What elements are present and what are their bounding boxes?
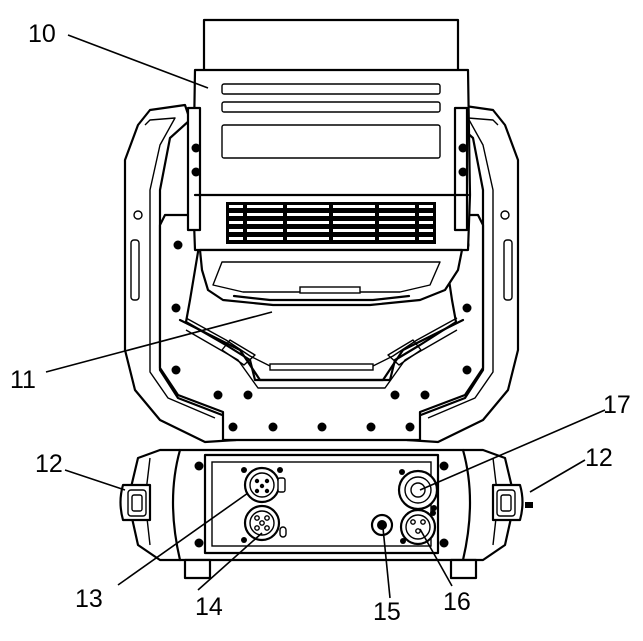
callout-13: 13 xyxy=(75,585,103,613)
base-foot-right xyxy=(449,558,478,580)
leader-12b xyxy=(529,459,586,493)
handle-right xyxy=(491,483,533,522)
dmx-out-connector xyxy=(241,504,287,543)
callout-15: 15 xyxy=(373,598,401,626)
callout-10: 10 xyxy=(28,20,56,48)
head xyxy=(186,18,472,307)
leader-13 xyxy=(117,492,249,586)
callout-16: 16 xyxy=(443,588,471,616)
callout-14: 14 xyxy=(195,593,223,621)
handle-left xyxy=(119,483,152,522)
leader-12a xyxy=(64,469,126,491)
yoke xyxy=(123,103,520,444)
base xyxy=(119,448,533,580)
leader-15 xyxy=(382,527,391,599)
leader-lines xyxy=(45,34,606,599)
power-in-connector xyxy=(399,508,437,546)
leader-17 xyxy=(419,409,606,491)
base-foot-left xyxy=(183,558,212,580)
head-lower-section xyxy=(198,248,464,307)
power-out-connector xyxy=(397,469,439,511)
leader-14 xyxy=(197,532,263,591)
callout-labels: 10 11 12 12 13 14 15 16 17 xyxy=(10,20,631,626)
leader-11 xyxy=(45,311,273,373)
head-top-housing xyxy=(202,18,460,77)
leader-16 xyxy=(419,528,453,587)
callout-11: 11 xyxy=(10,366,36,394)
leader-10 xyxy=(67,34,209,89)
callout-12-right: 12 xyxy=(585,444,613,472)
fuse-holder xyxy=(370,513,394,537)
callout-12-left: 12 xyxy=(35,450,63,478)
dmx-in-connector xyxy=(241,466,286,504)
head-vent-grille xyxy=(226,202,436,244)
callout-17: 17 xyxy=(603,391,631,419)
